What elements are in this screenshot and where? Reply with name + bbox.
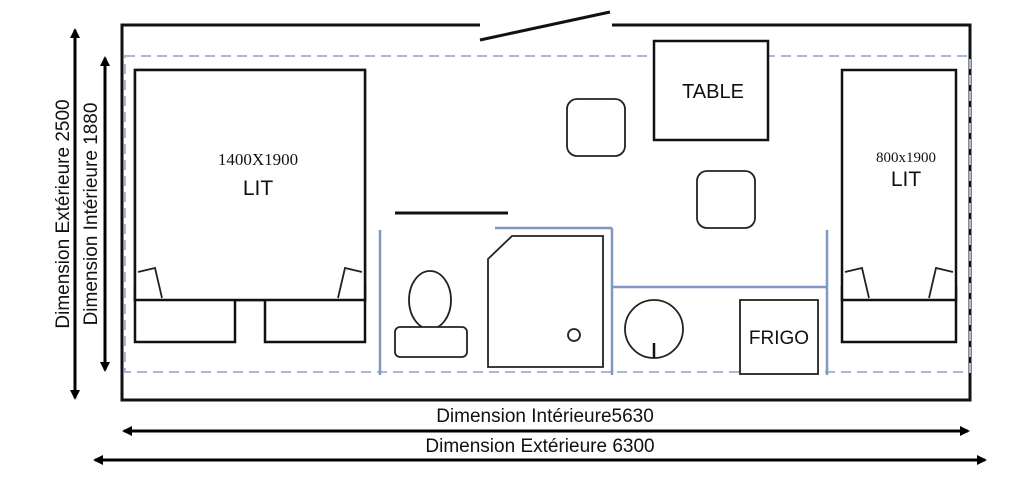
large-bed-top [133,68,367,302]
fridge [739,299,819,375]
width-dimensions: Dimension Intérieure5630 Dimension Extér… [93,406,987,465]
inner-height-label: Dimension Intérieure 1880 [81,103,102,326]
outer-width-label: Dimension Extérieure 6300 [425,436,654,457]
chair-lower [696,170,756,229]
large-bed-fold-right [337,266,363,299]
small-bed-fold-left [844,266,870,299]
height-dimensions: Dimension Extérieure 2500 Dimension Inté… [53,28,110,400]
small-bed-fold-right [928,266,954,299]
large-bed-fold-left [137,266,163,299]
small-bed-top [840,68,958,302]
small-bed-size: 800x1900 [876,150,936,166]
toilet-bowl [408,270,452,330]
fridge-label: FRIGO [749,328,809,349]
kitchen: FRIGO [612,230,829,375]
large-bed: 1400X1900 LIT [133,68,367,344]
small-bed-label: LIT [891,168,922,191]
outer-height-label: Dimension Extérieure 2500 [53,99,74,328]
small-bed: 800x1900 LIT [840,68,958,344]
large-bed-label: LIT [243,177,274,200]
table-area: TABLE [566,39,770,229]
inner-width-label: Dimension Intérieure5630 [436,406,654,427]
shower-drain [567,328,581,342]
inner-dashed-boundary [124,55,971,373]
shower-tray [487,235,604,368]
toilet-tank [394,326,468,358]
door-leaf [479,10,611,42]
outer-walls [120,10,972,402]
bathroom [378,211,614,375]
table [652,39,770,142]
table-label: TABLE [682,81,744,103]
chair-upper [566,98,626,157]
large-bed-size: 1400X1900 [218,150,298,169]
